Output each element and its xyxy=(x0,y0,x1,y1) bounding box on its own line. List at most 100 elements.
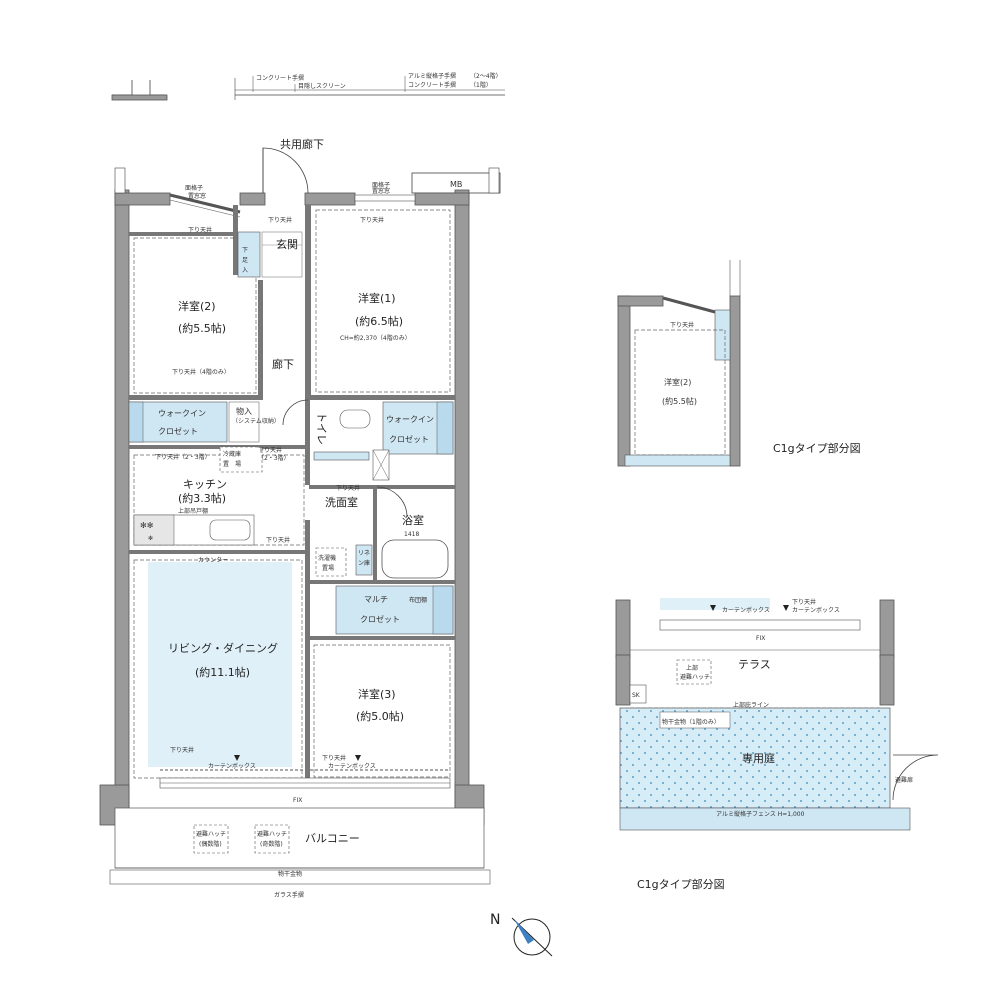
svg-text:✻✻: ✻✻ xyxy=(140,521,154,530)
western1-label: 洋室(1) xyxy=(358,291,396,305)
western1-size: (約6.5帖) xyxy=(355,314,403,328)
partial2-curtain-2: カーテンボックス xyxy=(792,606,840,614)
toilet-label: トイレ xyxy=(315,412,328,445)
legend-concrete-rail2-floors: （1階） xyxy=(470,81,492,89)
legend: コンクリート手摺 目隠しスクリーン アルミ縦格子手摺 （2～4階） コンクリート… xyxy=(111,72,505,101)
entrance-label: 玄関 xyxy=(276,237,298,251)
living-dining-floor xyxy=(148,562,292,767)
living-label: リビング・ダイニング xyxy=(168,641,278,655)
partial1-room: 洋室(2) xyxy=(664,377,691,387)
multi-closet-label: クロゼット xyxy=(360,614,400,624)
bathtub-icon xyxy=(381,539,449,579)
glass-rail-label: ガラス手摺 xyxy=(274,891,304,899)
svg-text:N: N xyxy=(490,912,500,928)
svg-text:避難ハッチ: 避難ハッチ xyxy=(680,673,710,681)
svg-text:✻: ✻ xyxy=(148,535,153,542)
closet2-label: クロゼット xyxy=(389,434,429,444)
kitchen-size: (約3.3帖) xyxy=(178,491,226,505)
hallway-label: 廊下 xyxy=(272,357,294,371)
svg-text:(奇数階): (奇数階) xyxy=(260,840,283,848)
mb-label: MB xyxy=(450,180,462,189)
partial2-curtain-1: カーテンボックス xyxy=(722,606,770,614)
bath-label: 浴室 xyxy=(402,513,424,527)
legend-alu-rail: アルミ縦格子手摺 xyxy=(408,72,456,80)
svg-text:置場: 置場 xyxy=(322,564,334,572)
sink-icon xyxy=(209,519,251,541)
alu-fence xyxy=(619,807,911,831)
svg-text:置窓窓: 置窓窓 xyxy=(188,192,206,200)
futon-label: 布団棚 xyxy=(409,596,427,604)
balcony xyxy=(114,807,485,869)
western3-size: (約5.0帖) xyxy=(356,709,404,723)
fix-label: FIX xyxy=(293,797,302,804)
upper-eave-label: 上部庇ライン xyxy=(733,701,769,709)
closet1-label: クロゼット xyxy=(158,426,198,436)
svg-text:置窓窓: 置窓窓 xyxy=(372,187,390,195)
svg-text:（2・3階）: （2・3階） xyxy=(258,454,290,462)
multi-label: マルチ xyxy=(364,595,388,604)
svg-text:(偶数階): (偶数階) xyxy=(199,840,222,848)
corridor-label: 共用廊下 xyxy=(280,137,324,151)
west-wall xyxy=(114,189,130,811)
terrace-label: テラス xyxy=(738,658,771,671)
svg-text:リネ: リネ xyxy=(358,550,370,557)
washroom-label: 洗面室 xyxy=(325,495,358,509)
walkin-closet-1 xyxy=(128,401,228,443)
bath-size: 1418 xyxy=(404,531,419,538)
compass-icon: N xyxy=(490,912,553,957)
partial1-caption: C1gタイプ部分図 xyxy=(773,441,861,455)
svg-text:下り天井: 下り天井 xyxy=(670,321,694,329)
svg-text:下: 下 xyxy=(242,247,248,254)
svg-text:下り天井: 下り天井 xyxy=(336,484,360,492)
shoe-box xyxy=(237,231,261,278)
partial-plan-1: 洋室(2) (約5.5帖) 下り天井 C1gタイプ部分図 xyxy=(617,260,861,467)
counter-label: カウンター xyxy=(198,556,228,564)
svg-text:下り天井: 下り天井 xyxy=(266,536,290,544)
svg-text:洗濯機: 洗濯機 xyxy=(318,554,336,562)
sk-label: SK xyxy=(632,692,641,699)
western2-label: 洋室(2) xyxy=(178,299,216,313)
fence-label: アルミ縦格子フェンス H=1,000 xyxy=(716,810,805,818)
svg-text:避難ハッチ: 避難ハッチ xyxy=(196,830,226,838)
svg-text:避難ハッチ: 避難ハッチ xyxy=(257,830,287,838)
partial-plan-2: カーテンボックス カーテンボックス 下り天井 FIX テラス 上部 避難ハッチ … xyxy=(615,598,939,891)
kitchen-label: キッチン xyxy=(183,478,227,491)
walkin1-label: ウォークイン xyxy=(158,409,206,418)
svg-text:下り天井: 下り天井 xyxy=(268,216,292,224)
partial2-caption: C1gタイプ部分図 xyxy=(637,877,725,891)
western1-ch: CH=約2,370（4階のみ） xyxy=(340,334,411,342)
main-plan: 共用廊下 MB 面格子 置窓窓 面格子 置窓窓 xyxy=(99,137,501,899)
partial2-hanger: 物干金物（1階のみ） xyxy=(662,718,720,726)
living-size: (約11.1帖) xyxy=(195,665,250,679)
svg-text:置 場: 置 場 xyxy=(223,460,241,468)
svg-text:入: 入 xyxy=(242,267,248,274)
svg-text:上部: 上部 xyxy=(686,664,698,672)
legend-alu-rail-floors: （2～4階） xyxy=(470,72,502,80)
svg-text:面格子: 面格子 xyxy=(185,184,203,192)
curtain-box-1: カーテンボックス xyxy=(208,762,256,770)
east-wall xyxy=(454,189,470,811)
glass-rail xyxy=(109,869,491,885)
gate-label: 避難扉 xyxy=(895,776,913,784)
legend-concrete-rail2: コンクリート手摺 xyxy=(408,81,456,89)
partial1-room-size: (約5.5帖) xyxy=(662,396,697,406)
balcony-label: バルコニー xyxy=(305,832,360,845)
svg-text:下り天井: 下り天井 xyxy=(792,598,816,606)
svg-text:面格子: 面格子 xyxy=(372,181,390,189)
svg-text:下り天井: 下り天井 xyxy=(170,746,194,754)
garden-label: 専用庭 xyxy=(742,751,775,765)
western2-size: (約5.5帖) xyxy=(178,321,226,335)
svg-text:下り天井（2・3階）: 下り天井（2・3階） xyxy=(155,453,211,461)
svg-text:下り天井: 下り天井 xyxy=(188,226,212,234)
svg-text:ン庫: ン庫 xyxy=(358,559,370,567)
legend-blind-screen: 目隠しスクリーン xyxy=(298,82,346,90)
stove-icon xyxy=(133,514,175,546)
svg-text:下り天井: 下り天井 xyxy=(258,446,282,454)
svg-text:下り天井: 下り天井 xyxy=(360,216,384,224)
walkin2-label: ウォークイン xyxy=(386,415,434,424)
curtain-box-2: カーテンボックス xyxy=(328,762,376,770)
hanger-label: 物干金物 xyxy=(278,870,302,878)
svg-text:冷蔵庫: 冷蔵庫 xyxy=(223,450,241,458)
storage-note: （システム収納） xyxy=(232,417,280,425)
